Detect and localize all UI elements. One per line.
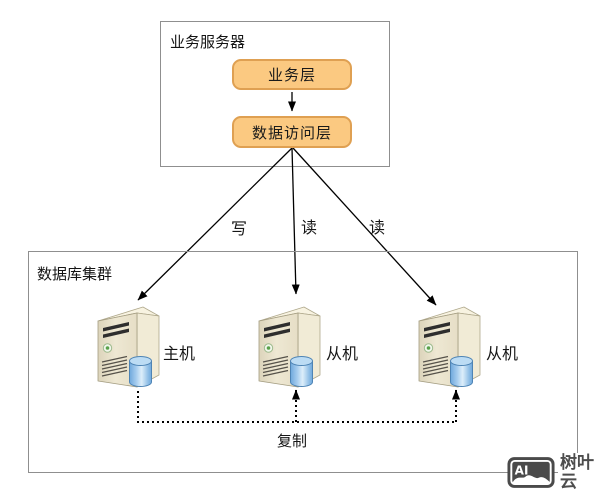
ai-logo-text: AI: [515, 464, 529, 478]
write-arrow: [137, 147, 293, 301]
data-access-layer-node: 数据访问层: [232, 116, 352, 148]
read-label-middle: 读: [301, 218, 318, 237]
business-server-box: 业务服务器: [160, 21, 390, 167]
watermark-brand-text: 树叶云: [558, 453, 611, 493]
replication-label: 复制: [277, 432, 308, 450]
read-label-right: 读: [369, 218, 386, 237]
master-label: 主机: [163, 344, 196, 363]
write-label: 写: [231, 219, 248, 238]
server-slave-2-icon: [418, 306, 481, 388]
server-slave-1-icon: [258, 306, 321, 388]
mountain-shape: [512, 475, 550, 485]
business-layer-node: 业务层: [232, 59, 352, 90]
database-cluster-title: 数据库集群: [37, 265, 113, 283]
database-cluster-box: 数据库集群: [28, 251, 578, 473]
slave-2-label: 从机: [486, 344, 519, 363]
read-arrow-middle: [291, 147, 300, 295]
business-layer-label: 业务层: [267, 66, 316, 84]
ai-logo-icon: AI: [507, 457, 555, 489]
slave-1-label: 从机: [326, 344, 359, 363]
read-arrow-right: [292, 147, 437, 306]
business-server-title: 业务服务器: [170, 33, 246, 51]
watermark: AI 树叶云: [507, 453, 611, 493]
data-access-layer-label: 数据访问层: [251, 123, 332, 142]
server-master-icon: [97, 306, 160, 388]
